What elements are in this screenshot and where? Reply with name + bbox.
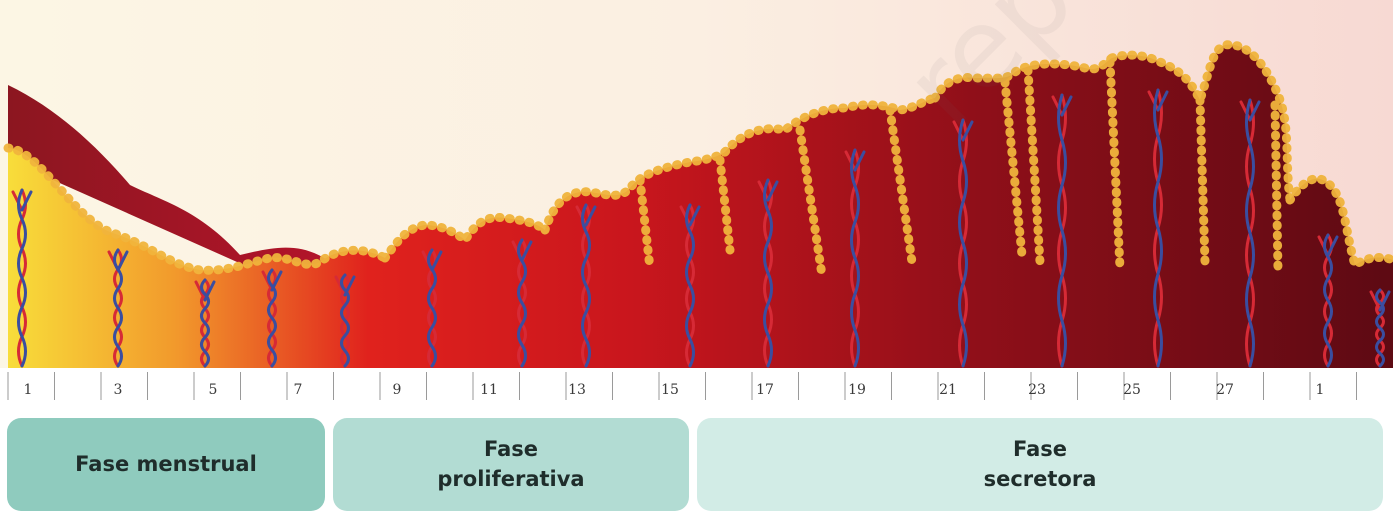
day-label: 19 xyxy=(848,382,866,398)
day-label: 15 xyxy=(661,382,679,398)
day-label: 23 xyxy=(1028,382,1046,398)
day-label: 3 xyxy=(114,382,123,398)
day-label: 25 xyxy=(1123,382,1141,398)
day-label: 9 xyxy=(393,382,402,398)
day-label: 21 xyxy=(939,382,957,398)
day-label: 5 xyxy=(209,382,218,398)
day-label: 11 xyxy=(480,382,498,398)
day-label: 13 xyxy=(568,382,586,398)
day-label: 7 xyxy=(294,382,303,398)
day-label: 17 xyxy=(756,382,774,398)
phase-menstrual: Fase menstrual xyxy=(7,418,325,511)
phase-secretory: Fase secretora xyxy=(697,418,1383,511)
day-label: 27 xyxy=(1216,382,1234,398)
day-label: 1 xyxy=(1316,382,1325,398)
phase-proliferative: Fase proliferativa xyxy=(333,418,689,511)
day-label: 1 xyxy=(24,382,33,398)
